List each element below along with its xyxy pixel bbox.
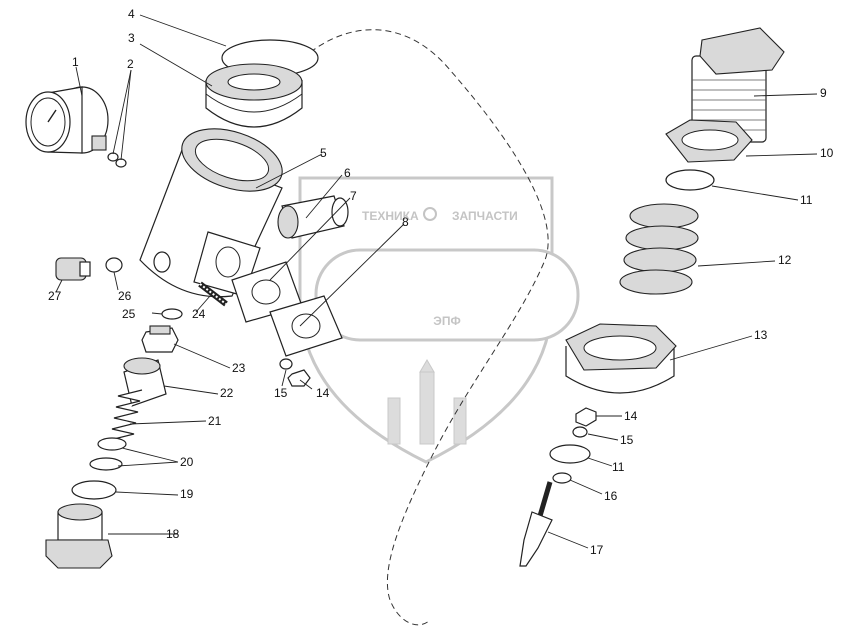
valve-needle-part bbox=[519, 481, 553, 567]
spring-washer-upper-part bbox=[665, 169, 715, 191]
callout-15-left: 15 bbox=[274, 386, 288, 400]
watermark-logo-text: ЭПФ bbox=[433, 314, 460, 328]
gear-icon bbox=[423, 207, 437, 221]
seal-ring-part bbox=[105, 257, 123, 273]
small-nut-part bbox=[575, 407, 597, 427]
callout-19: 19 bbox=[180, 487, 194, 501]
callout-22: 22 bbox=[220, 386, 234, 400]
gauge-washers-part bbox=[107, 152, 127, 168]
gasket-flange-part bbox=[231, 261, 303, 323]
callout-15-right: 15 bbox=[620, 433, 634, 447]
washer-lower-part bbox=[89, 457, 123, 471]
gasket-ring-part bbox=[161, 308, 183, 320]
watermark-tagline-left: ТЕХНИКА bbox=[362, 209, 419, 223]
callout-10: 10 bbox=[820, 146, 834, 160]
callout-12: 12 bbox=[778, 253, 792, 267]
callout-2: 2 bbox=[127, 57, 134, 71]
callout-5: 5 bbox=[320, 146, 327, 160]
threaded-plug-part bbox=[45, 503, 113, 569]
callout-24: 24 bbox=[192, 307, 206, 321]
callout-14-right: 14 bbox=[624, 409, 638, 423]
callout-4: 4 bbox=[128, 7, 135, 21]
small-washer-part bbox=[572, 426, 588, 438]
stud-part bbox=[198, 281, 228, 307]
gasket-plate-part bbox=[269, 295, 343, 357]
o-ring-small-part bbox=[71, 480, 117, 500]
callout-11-bottom: 11 bbox=[612, 460, 625, 474]
callout-6: 6 bbox=[344, 166, 351, 180]
callout-23: 23 bbox=[232, 361, 246, 375]
nut-part bbox=[287, 369, 311, 387]
callout-9: 9 bbox=[820, 86, 827, 100]
small-o-ring-part bbox=[552, 472, 572, 484]
callout-21: 21 bbox=[208, 414, 222, 428]
washer-part bbox=[279, 358, 293, 370]
callout-1: 1 bbox=[72, 55, 79, 69]
callout-17: 17 bbox=[590, 543, 604, 557]
callout-27: 27 bbox=[48, 289, 62, 303]
small-spring-part bbox=[109, 389, 143, 441]
wheat-icon bbox=[387, 359, 467, 445]
callout-11-top: 11 bbox=[800, 193, 813, 207]
leader-lines bbox=[55, 14, 818, 549]
callout-3: 3 bbox=[128, 31, 135, 45]
callout-13: 13 bbox=[754, 328, 768, 342]
union-fitting-part bbox=[277, 195, 349, 239]
callout-16: 16 bbox=[604, 489, 618, 503]
washer-upper-part bbox=[97, 437, 127, 451]
pressure-gauge-part bbox=[25, 86, 109, 154]
spring-washer-lower-part bbox=[549, 444, 591, 464]
callout-labels: 1 2 3 4 5 6 7 8 9 10 11 11 12 13 14 14 1… bbox=[48, 7, 834, 557]
main-spring-part bbox=[619, 203, 699, 295]
spring-housing-part bbox=[565, 323, 677, 394]
callout-25: 25 bbox=[122, 307, 136, 321]
callout-8: 8 bbox=[402, 215, 409, 229]
plug-fitting-part bbox=[55, 257, 91, 281]
lock-nut-part bbox=[665, 119, 753, 163]
callout-7: 7 bbox=[350, 189, 357, 203]
piston-cover-part bbox=[205, 63, 303, 128]
callout-14-left: 14 bbox=[316, 386, 330, 400]
watermark-logo: ЭПФ ТЕХНИКА ЗАПЧАСТИ bbox=[298, 176, 580, 464]
hex-plug-part bbox=[141, 325, 179, 353]
callout-20: 20 bbox=[180, 455, 194, 469]
callout-26: 26 bbox=[118, 289, 132, 303]
callout-18: 18 bbox=[166, 527, 180, 541]
watermark-tagline-right: ЗАПЧАСТИ bbox=[452, 209, 518, 223]
